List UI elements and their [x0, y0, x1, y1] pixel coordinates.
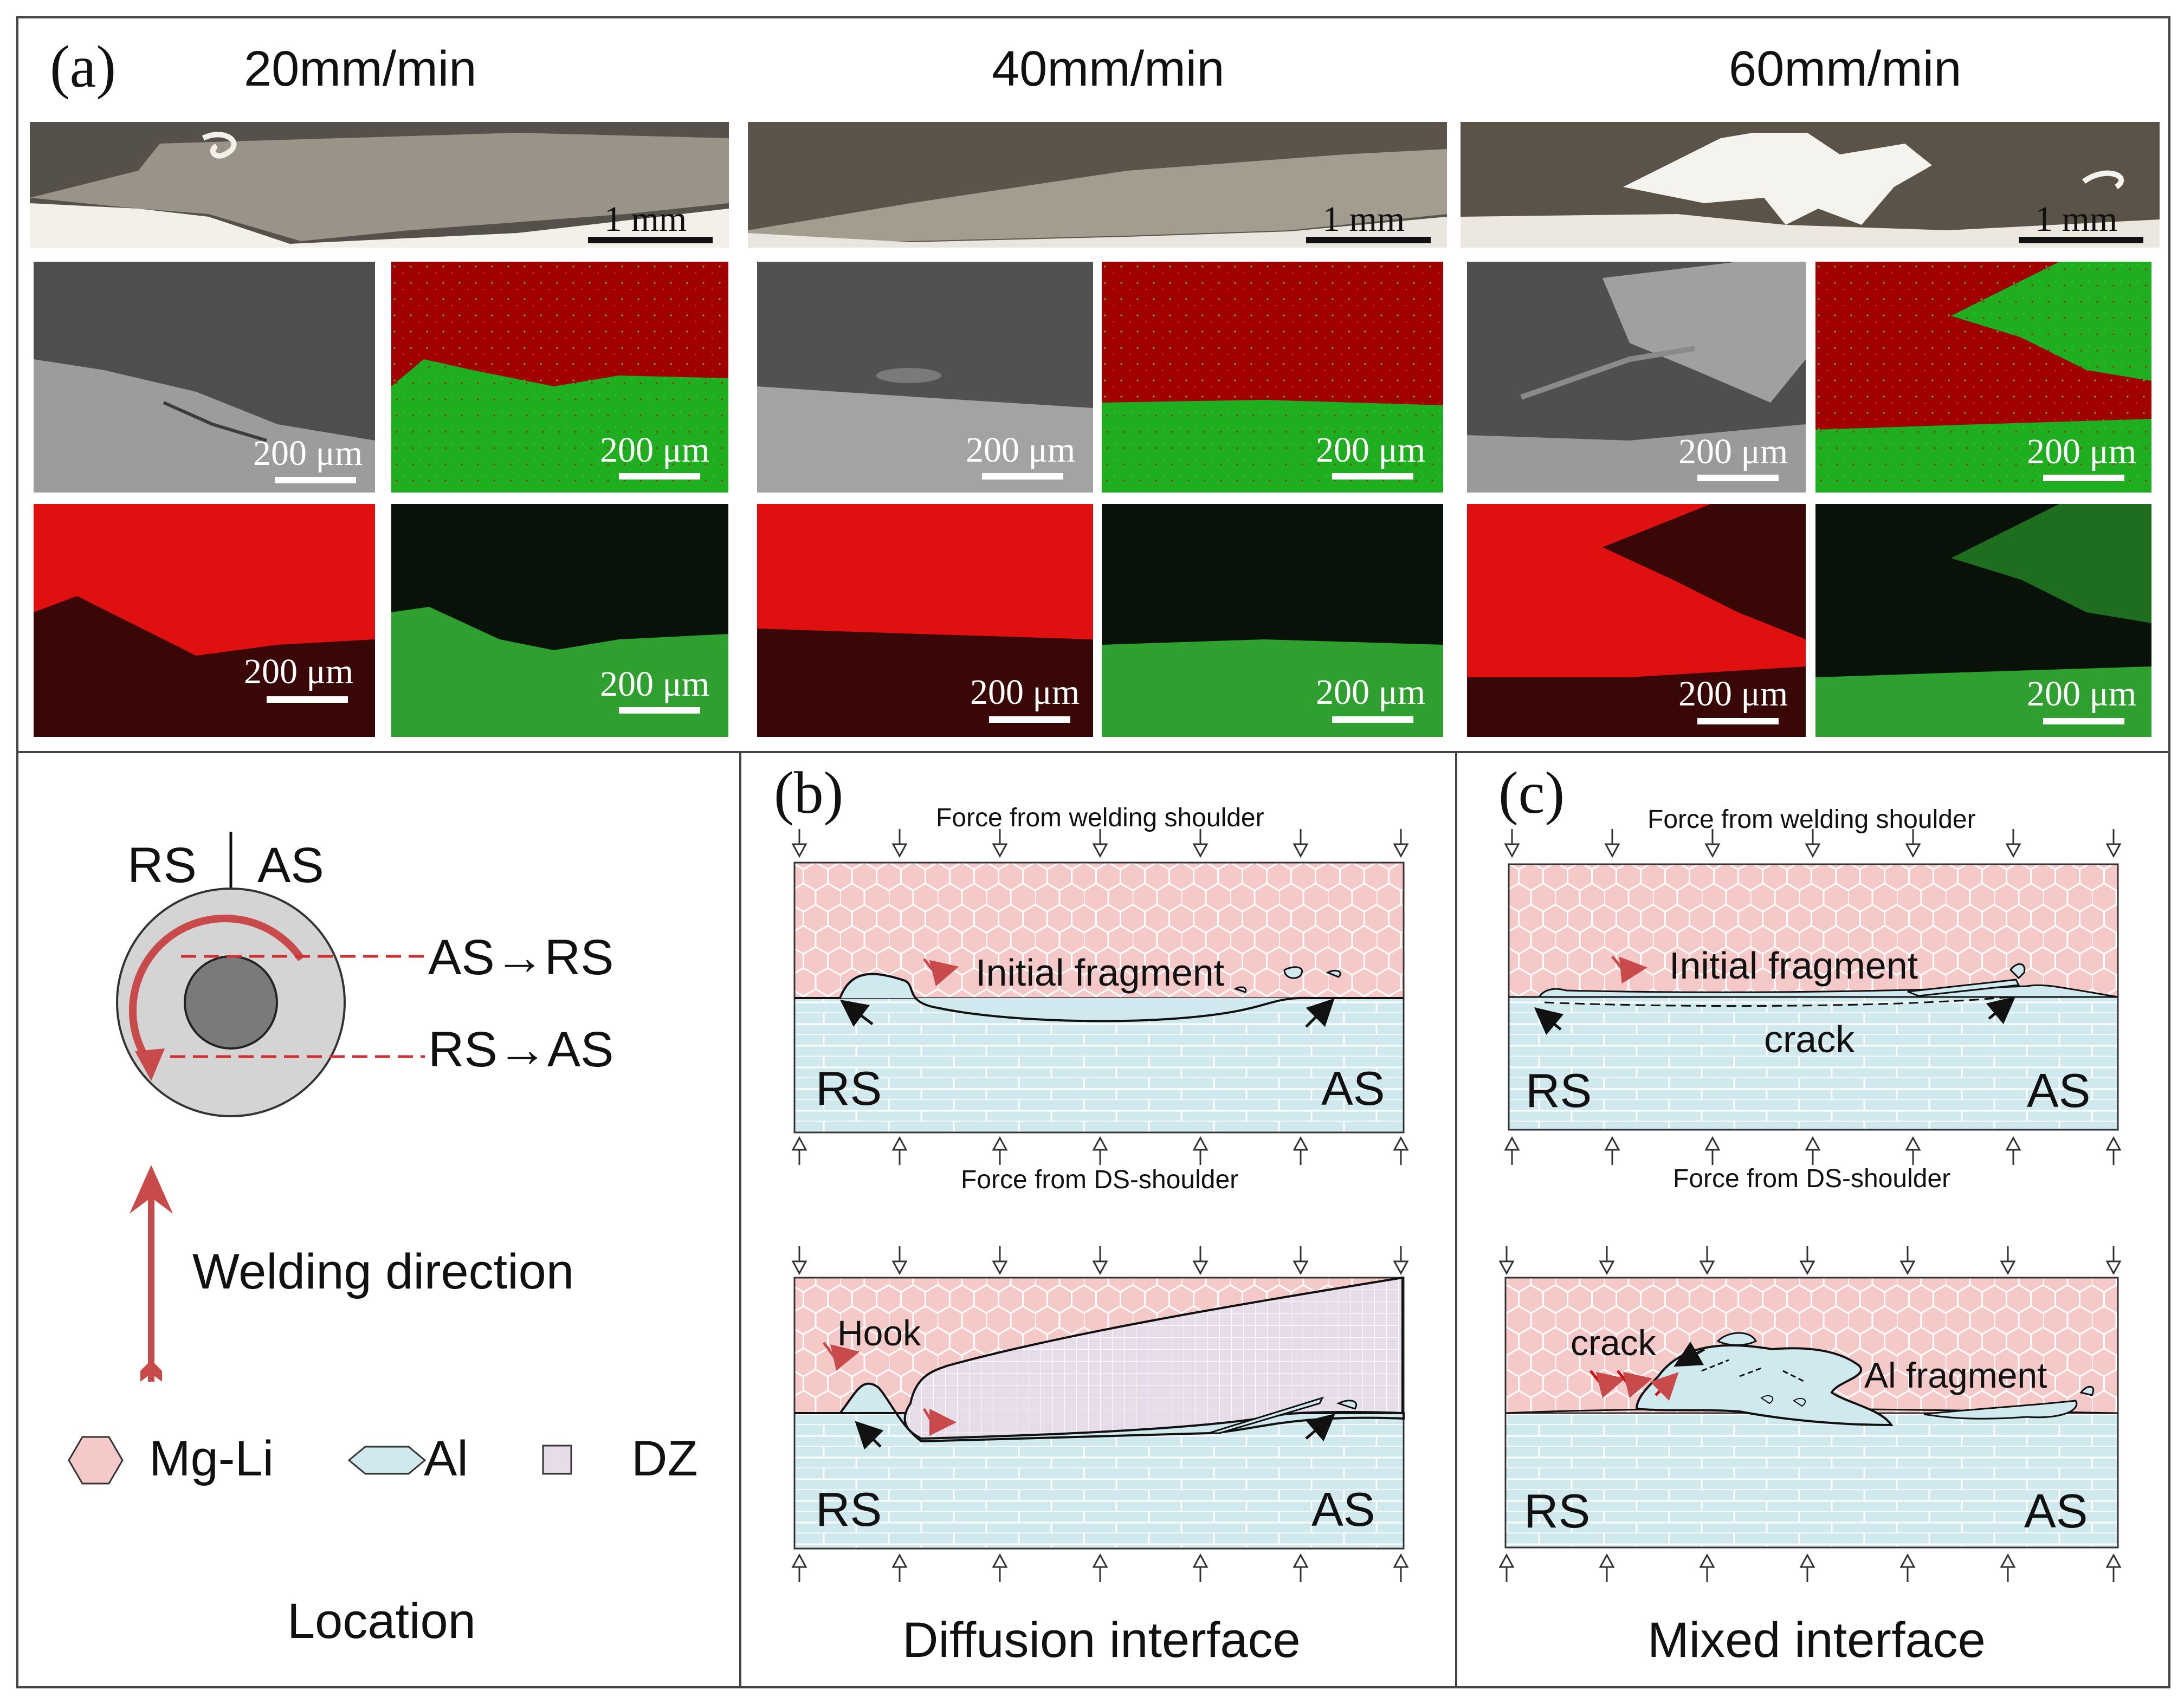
sem-scale-text-40: 200 μm — [966, 430, 1076, 470]
dz-square-icon — [542, 1445, 572, 1475]
sem-image-40: 200 μm — [757, 262, 1093, 493]
eds-overlay-20: 200 μm — [391, 262, 728, 493]
location-caption: Location — [287, 1594, 476, 1649]
macro-scale-text-20: 1 mm — [604, 199, 687, 239]
divider-left — [739, 752, 741, 1688]
legend-mgli-label: Mg-Li — [149, 1431, 274, 1486]
sem-scale-text-20: 200 μm — [253, 433, 363, 473]
location-as-label: AS — [257, 838, 324, 893]
panel-c-diagram — [1498, 829, 2122, 1582]
macro-scale-text-40: 1 mm — [1322, 199, 1405, 239]
macro-image-20: 1 mm — [30, 122, 729, 248]
rotation-arrow — [129, 915, 305, 1064]
panel-b-top-rs: RS — [816, 1061, 882, 1115]
al-map-scale-text-60: 200 μm — [2027, 674, 2137, 714]
bottom-frame — [16, 751, 2170, 1688]
panel-b-bottom-force: Force from DS-shoulder — [961, 1165, 1239, 1194]
location-rs-label: RS — [127, 838, 197, 893]
panel-b-bottom-as: AS — [1311, 1482, 1375, 1536]
panel-c-top-rs: RS — [1526, 1064, 1592, 1117]
rs-to-as-label: RS→AS — [428, 1022, 614, 1077]
mg-map-scale-text-60: 200 μm — [1678, 674, 1788, 714]
sem-scale-text-60: 200 μm — [1678, 432, 1788, 471]
sem-image-60: 200 μm — [1467, 262, 1806, 493]
eds-overlay-scale-text-20: 200 μm — [600, 430, 710, 470]
eds-overlay-40: 200 μm — [1102, 262, 1443, 493]
panel-c-initial-fragment: Initial fragment — [1669, 944, 1918, 987]
mg-map-scale-text-40: 200 μm — [970, 672, 1080, 712]
panel-b-top-force: Force from welding shoulder — [936, 804, 1264, 832]
panel-c-letter: (c) — [1498, 760, 1565, 826]
al-map-scale-bar-20 — [619, 707, 700, 714]
al-map-60: 200 μm — [1815, 504, 2151, 737]
legend-dz-label: DZ — [631, 1431, 698, 1486]
panel-c-crack-bottom: crack — [1571, 1323, 1656, 1363]
welding-direction-label: Welding direction — [192, 1244, 574, 1299]
panel-b-caption: Diffusion interface — [902, 1613, 1301, 1668]
speed-label-20: 20mm/min — [244, 41, 477, 96]
al-map-scale-bar-60 — [2043, 718, 2124, 724]
panel-b-hook-label: Hook — [837, 1313, 921, 1353]
panel-c-top-force: Force from welding shoulder — [1647, 805, 1976, 834]
sem-image-20: 200 μm — [34, 262, 375, 493]
location-diagram — [68, 832, 572, 1485]
eds-overlay-scale-bar-40 — [1332, 473, 1413, 480]
al-map-40: 200 μm — [1102, 504, 1443, 737]
speed-label-40: 40mm/min — [992, 41, 1225, 96]
panel-c-top-as: AS — [2027, 1064, 2091, 1117]
tool-pin — [184, 955, 278, 1050]
al-map-scale-bar-40 — [1332, 716, 1413, 723]
panel-c-caption: Mixed interface — [1647, 1613, 1986, 1668]
macro-scale-text-60: 1 mm — [2035, 199, 2118, 239]
divider-right — [1455, 752, 1457, 1688]
panel-b-initial-fragment: Initial fragment — [975, 951, 1225, 994]
legend-al-label: Al — [424, 1431, 468, 1486]
mg-map-20: 200 μm — [34, 504, 375, 737]
mg-map-scale-bar-20 — [267, 696, 348, 703]
mg-map-scale-text-20: 200 μm — [244, 652, 354, 691]
eds-overlay-scale-bar-20 — [619, 473, 700, 480]
eds-overlay-scale-bar-60 — [2043, 475, 2124, 481]
mg-map-scale-bar-60 — [1697, 718, 1779, 724]
sem-scale-bar-60 — [1697, 475, 1779, 481]
panel-b-diagram — [791, 829, 1409, 1582]
panel-c-crack-top: crack — [1764, 1018, 1855, 1060]
al-map-scale-text-40: 200 μm — [1316, 672, 1426, 712]
al-elongated-hexagon-icon — [347, 1446, 427, 1475]
macro-scale-bar-40 — [1306, 237, 1431, 243]
panel-a-letter: (a) — [50, 34, 117, 100]
mgli-hexagon-icon — [68, 1436, 124, 1485]
sem-scale-bar-20 — [275, 477, 356, 483]
speed-label-60: 60mm/min — [1729, 41, 1962, 96]
panel-b-bottom-rs: RS — [816, 1482, 882, 1536]
welding-direction-arrow-icon — [130, 1165, 173, 1214]
panel-b-top-force-arrows — [791, 829, 1409, 858]
macro-scale-bar-60 — [2019, 237, 2143, 243]
al-map-scale-text-20: 200 μm — [600, 664, 710, 704]
panel-c-al-fragment: Al fragment — [1864, 1355, 2047, 1395]
panel-b-top-as: AS — [1321, 1061, 1385, 1115]
as-to-rs-label: AS→RS — [428, 930, 614, 985]
macro-image-60: 1 mm — [1461, 122, 2160, 248]
sem-scale-bar-40 — [982, 473, 1063, 480]
macro-scale-bar-20 — [588, 237, 713, 243]
eds-overlay-scale-text-40: 200 μm — [1316, 430, 1426, 470]
panel-c-bottom-rs: RS — [1524, 1484, 1591, 1538]
panel-b-letter: (b) — [774, 760, 844, 826]
panel-c-bottom-as: AS — [2024, 1484, 2088, 1538]
mg-map-60: 200 μm — [1467, 504, 1806, 737]
mg-map-40: 200 μm — [757, 504, 1093, 737]
eds-overlay-scale-text-60: 200 μm — [2027, 432, 2137, 471]
panel-b-bottom-force-arrows — [791, 1136, 1409, 1165]
macro-image-40: 1 mm — [748, 122, 1447, 248]
eds-overlay-60: 200 μm — [1815, 262, 2151, 493]
mg-map-scale-bar-40 — [989, 716, 1070, 723]
panel-c-bottom-force: Force from DS-shoulder — [1673, 1164, 1951, 1193]
al-map-20: 200 μm — [391, 504, 728, 737]
